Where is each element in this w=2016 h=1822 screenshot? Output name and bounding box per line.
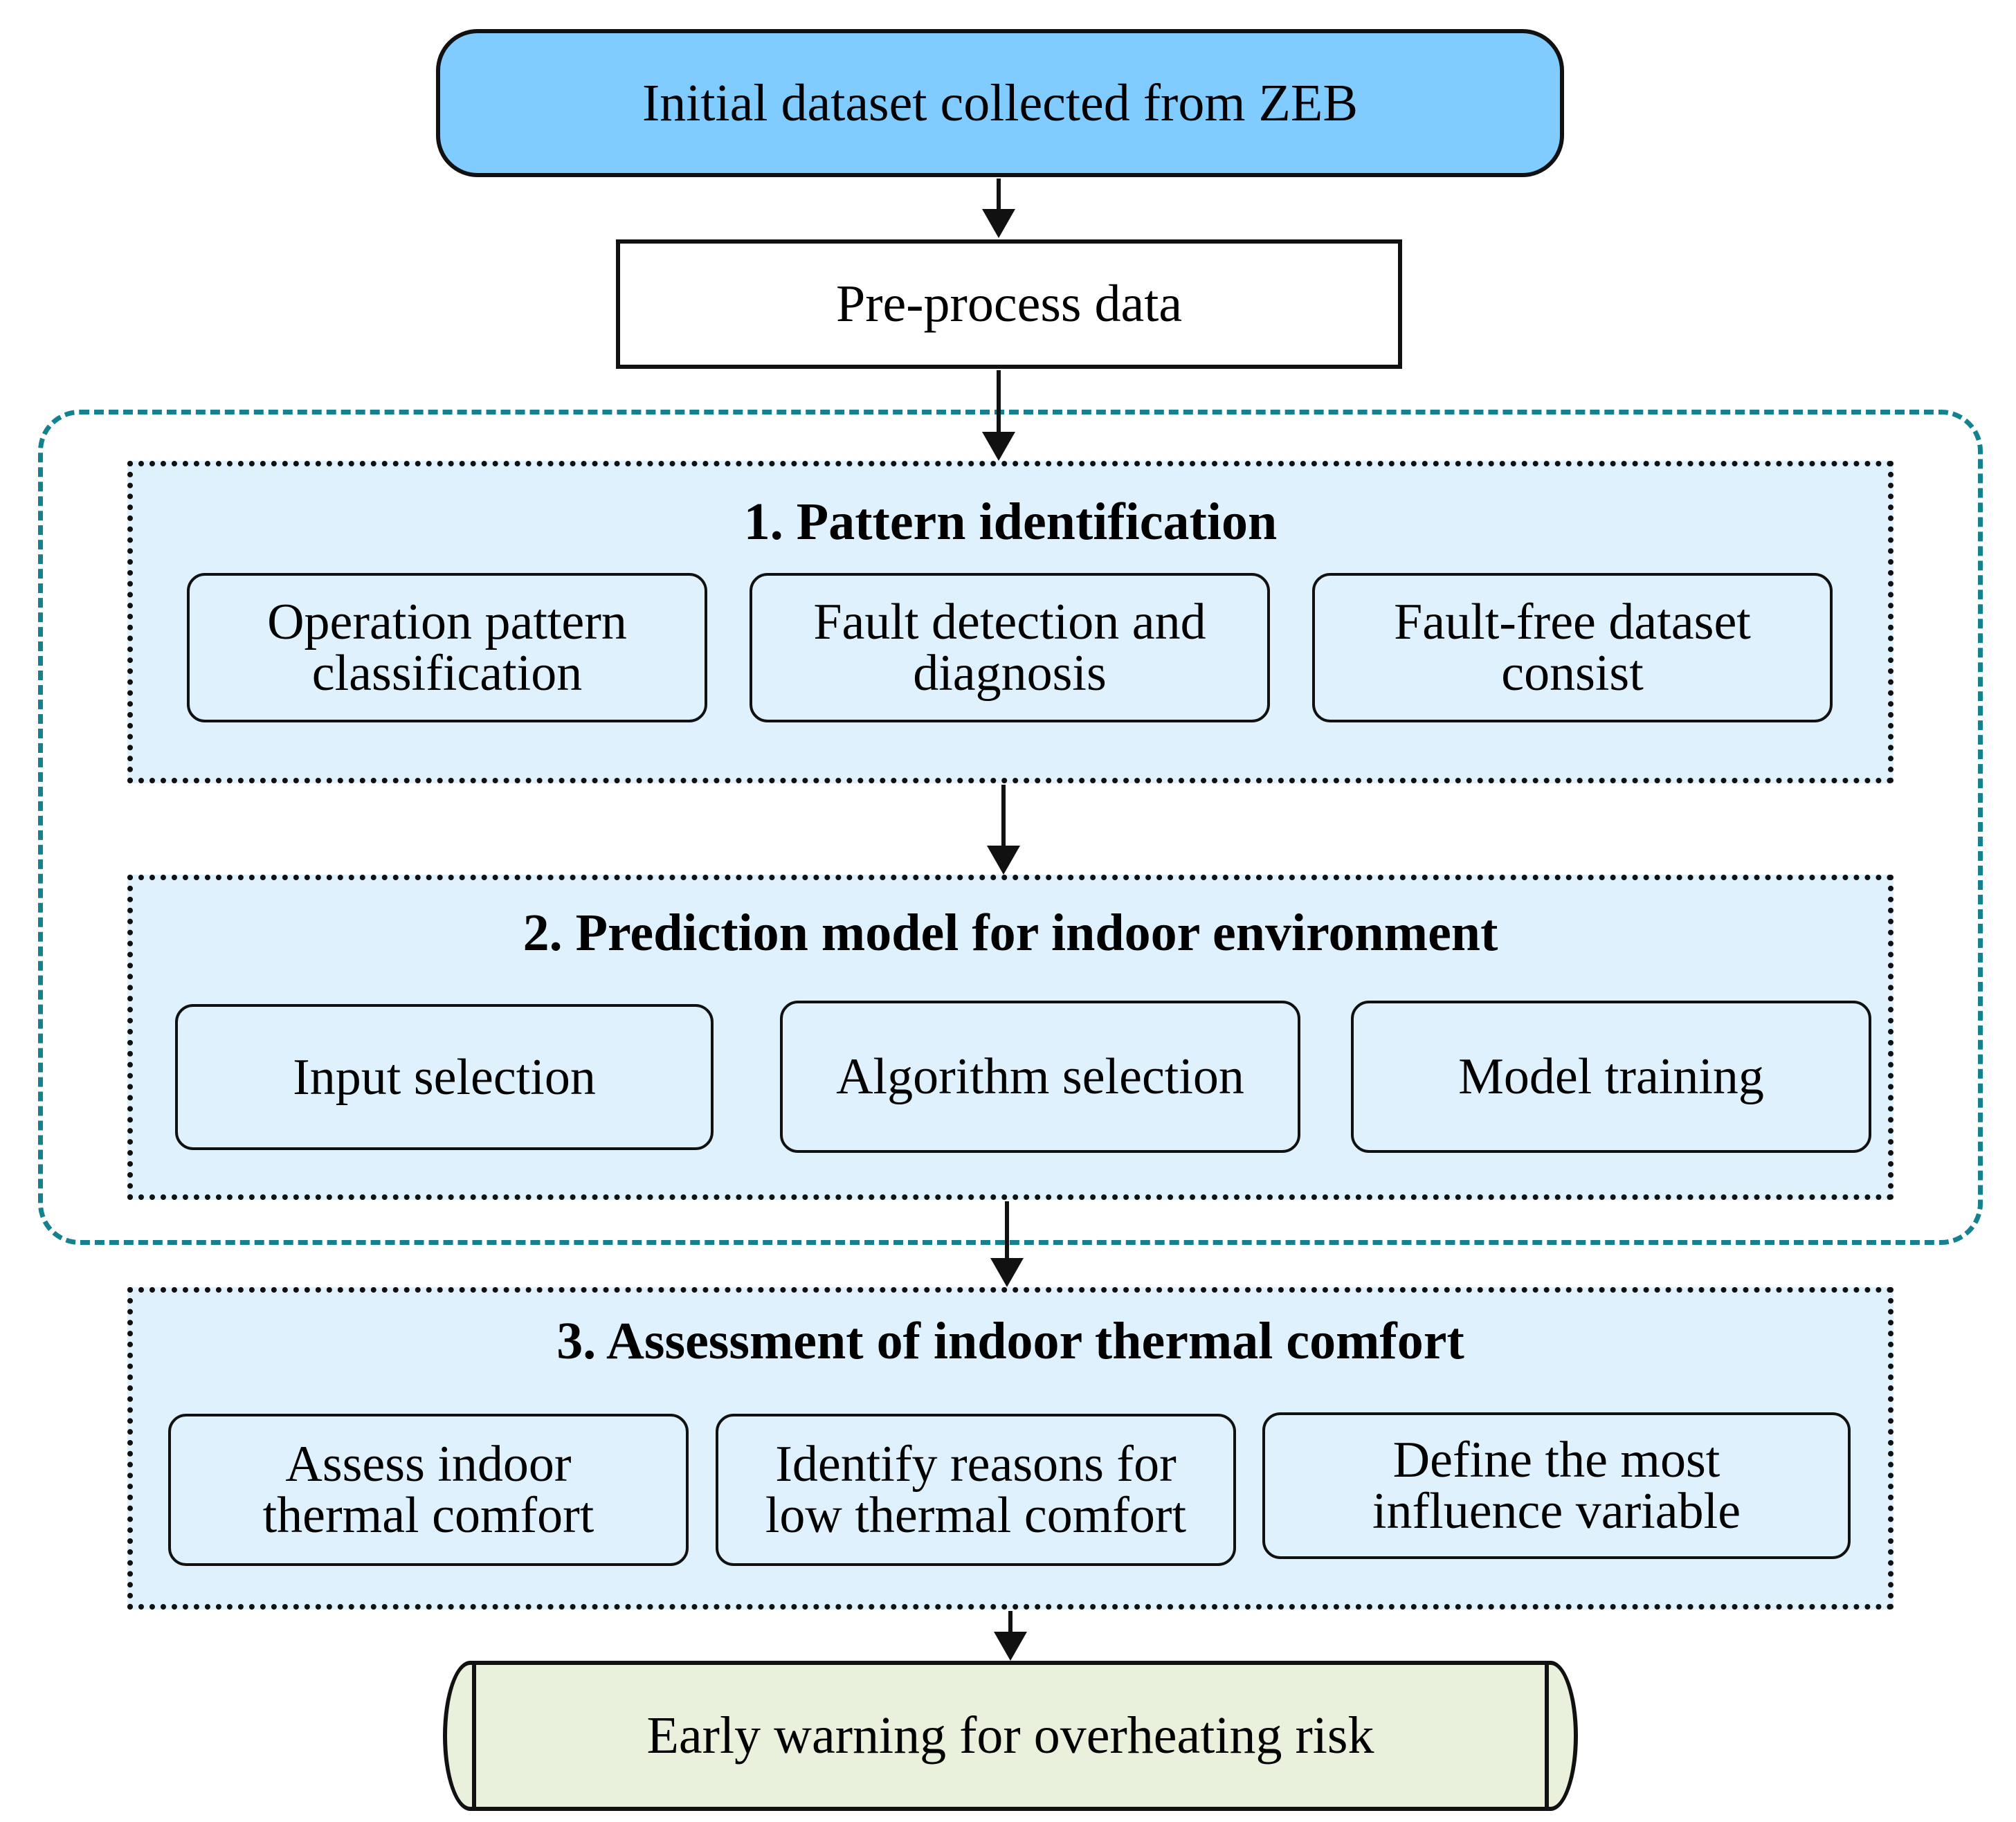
start-node-label: Initial dataset collected from ZEB [642, 73, 1359, 132]
end-node-left-rule [472, 1665, 476, 1807]
end-node: Early warning for overheating risk [443, 1661, 1578, 1811]
stage1-item-operation-pattern: Operation pattern classification [187, 573, 707, 722]
stage1-title: 1. Pattern identification [743, 493, 1278, 551]
preprocess-node-label: Pre-process data [835, 275, 1183, 333]
end-node-right-rule [1545, 1665, 1549, 1807]
stage1-item-fault-detection: Fault detection and diagnosis [750, 573, 1270, 722]
preprocess-node: Pre-process data [616, 239, 1402, 369]
stage3-item-influence-variable: Define the most influence variable [1262, 1412, 1851, 1559]
stage3-item-assess-comfort: Assess indoor thermal comfort [168, 1414, 689, 1566]
stage2-item-model-training: Model training [1351, 1001, 1871, 1153]
stage2-item-algorithm-selection: Algorithm selection [780, 1001, 1300, 1153]
end-node-label: Early warning for overheating risk [646, 1706, 1374, 1765]
stage3-title: 3. Assessment of indoor thermal comfort [556, 1312, 1464, 1370]
stage2-title: 2. Prediction model for indoor environme… [523, 904, 1498, 962]
start-node: Initial dataset collected from ZEB [436, 29, 1564, 177]
stage2-item-input-selection: Input selection [175, 1004, 714, 1150]
stage1-item-fault-free-dataset: Fault-free dataset consist [1312, 573, 1833, 722]
model-development-group [38, 410, 1983, 1245]
stage3-item-identify-reasons: Identify reasons for low thermal comfort [716, 1414, 1236, 1566]
